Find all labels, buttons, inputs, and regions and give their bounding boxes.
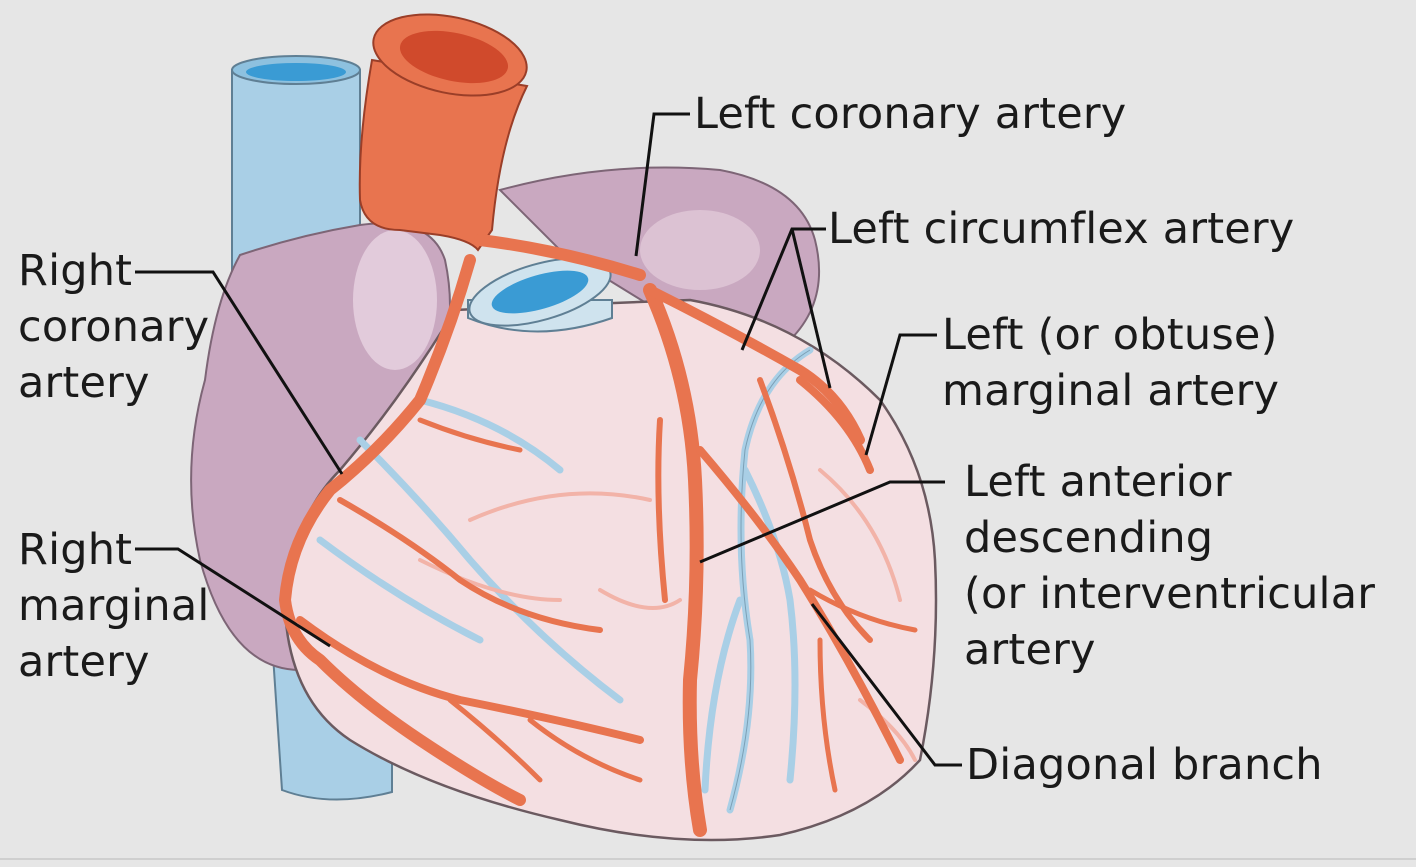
label-line: artery (18, 358, 150, 408)
label-line: (or interventricular (964, 569, 1376, 619)
diagonal-vessel (696, 446, 904, 764)
label-line: Left coronary artery (694, 89, 1127, 139)
aorta (358, 13, 529, 252)
leader-diagonal (810, 603, 962, 767)
cardiac-veins (316, 346, 814, 814)
leader-right-coronary (135, 270, 344, 475)
label-diagonal-branch: Diagonal branch (966, 737, 1323, 793)
leader-obtuse-marginal (864, 333, 937, 456)
leader-lines (135, 112, 962, 767)
label-right-marginal-artery: Right marginal artery (18, 522, 210, 690)
left-coronary-trunk (474, 234, 646, 281)
rca-vessel (279, 254, 526, 806)
label-line: marginal (18, 581, 210, 631)
label-line: Diagonal branch (966, 740, 1323, 790)
leader-lad (699, 480, 945, 564)
label-line: descending (964, 513, 1214, 563)
label-left-circumflex-artery: Left circumflex artery (828, 201, 1294, 257)
label-line: Left (or obtuse) (942, 310, 1278, 360)
label-line: Right (18, 525, 133, 575)
label-line: artery (18, 637, 150, 687)
left-auricle-highlight (640, 210, 760, 290)
label-line: Right (18, 246, 133, 296)
label-line: Left circumflex artery (828, 204, 1295, 254)
leader-right-marginal (135, 547, 331, 648)
coronary-arteries (279, 234, 918, 837)
label-left-anterior-descending: Left anterior descending (or interventri… (964, 454, 1375, 678)
bottom-divider (0, 858, 1416, 860)
obtuse-marginal-vessel (796, 376, 874, 474)
right-auricle-highlight (353, 230, 437, 370)
label-line: artery (964, 625, 1096, 675)
label-left-coronary-artery: Left coronary artery (694, 86, 1126, 142)
leader-left-coronary (634, 112, 690, 257)
label-left-obtuse-marginal-artery: Left (or obtuse) marginal artery (942, 307, 1279, 419)
label-line: coronary (18, 302, 210, 352)
circumflex-vessel (645, 285, 865, 445)
right-marginal-vessel (296, 616, 644, 744)
leader-left-circumflex-2 (790, 228, 832, 389)
label-right-coronary-artery: Right coronary artery (18, 243, 209, 411)
label-line: Left anterior (964, 457, 1232, 507)
label-line: marginal artery (942, 366, 1280, 416)
lad-vessel (643, 283, 707, 837)
